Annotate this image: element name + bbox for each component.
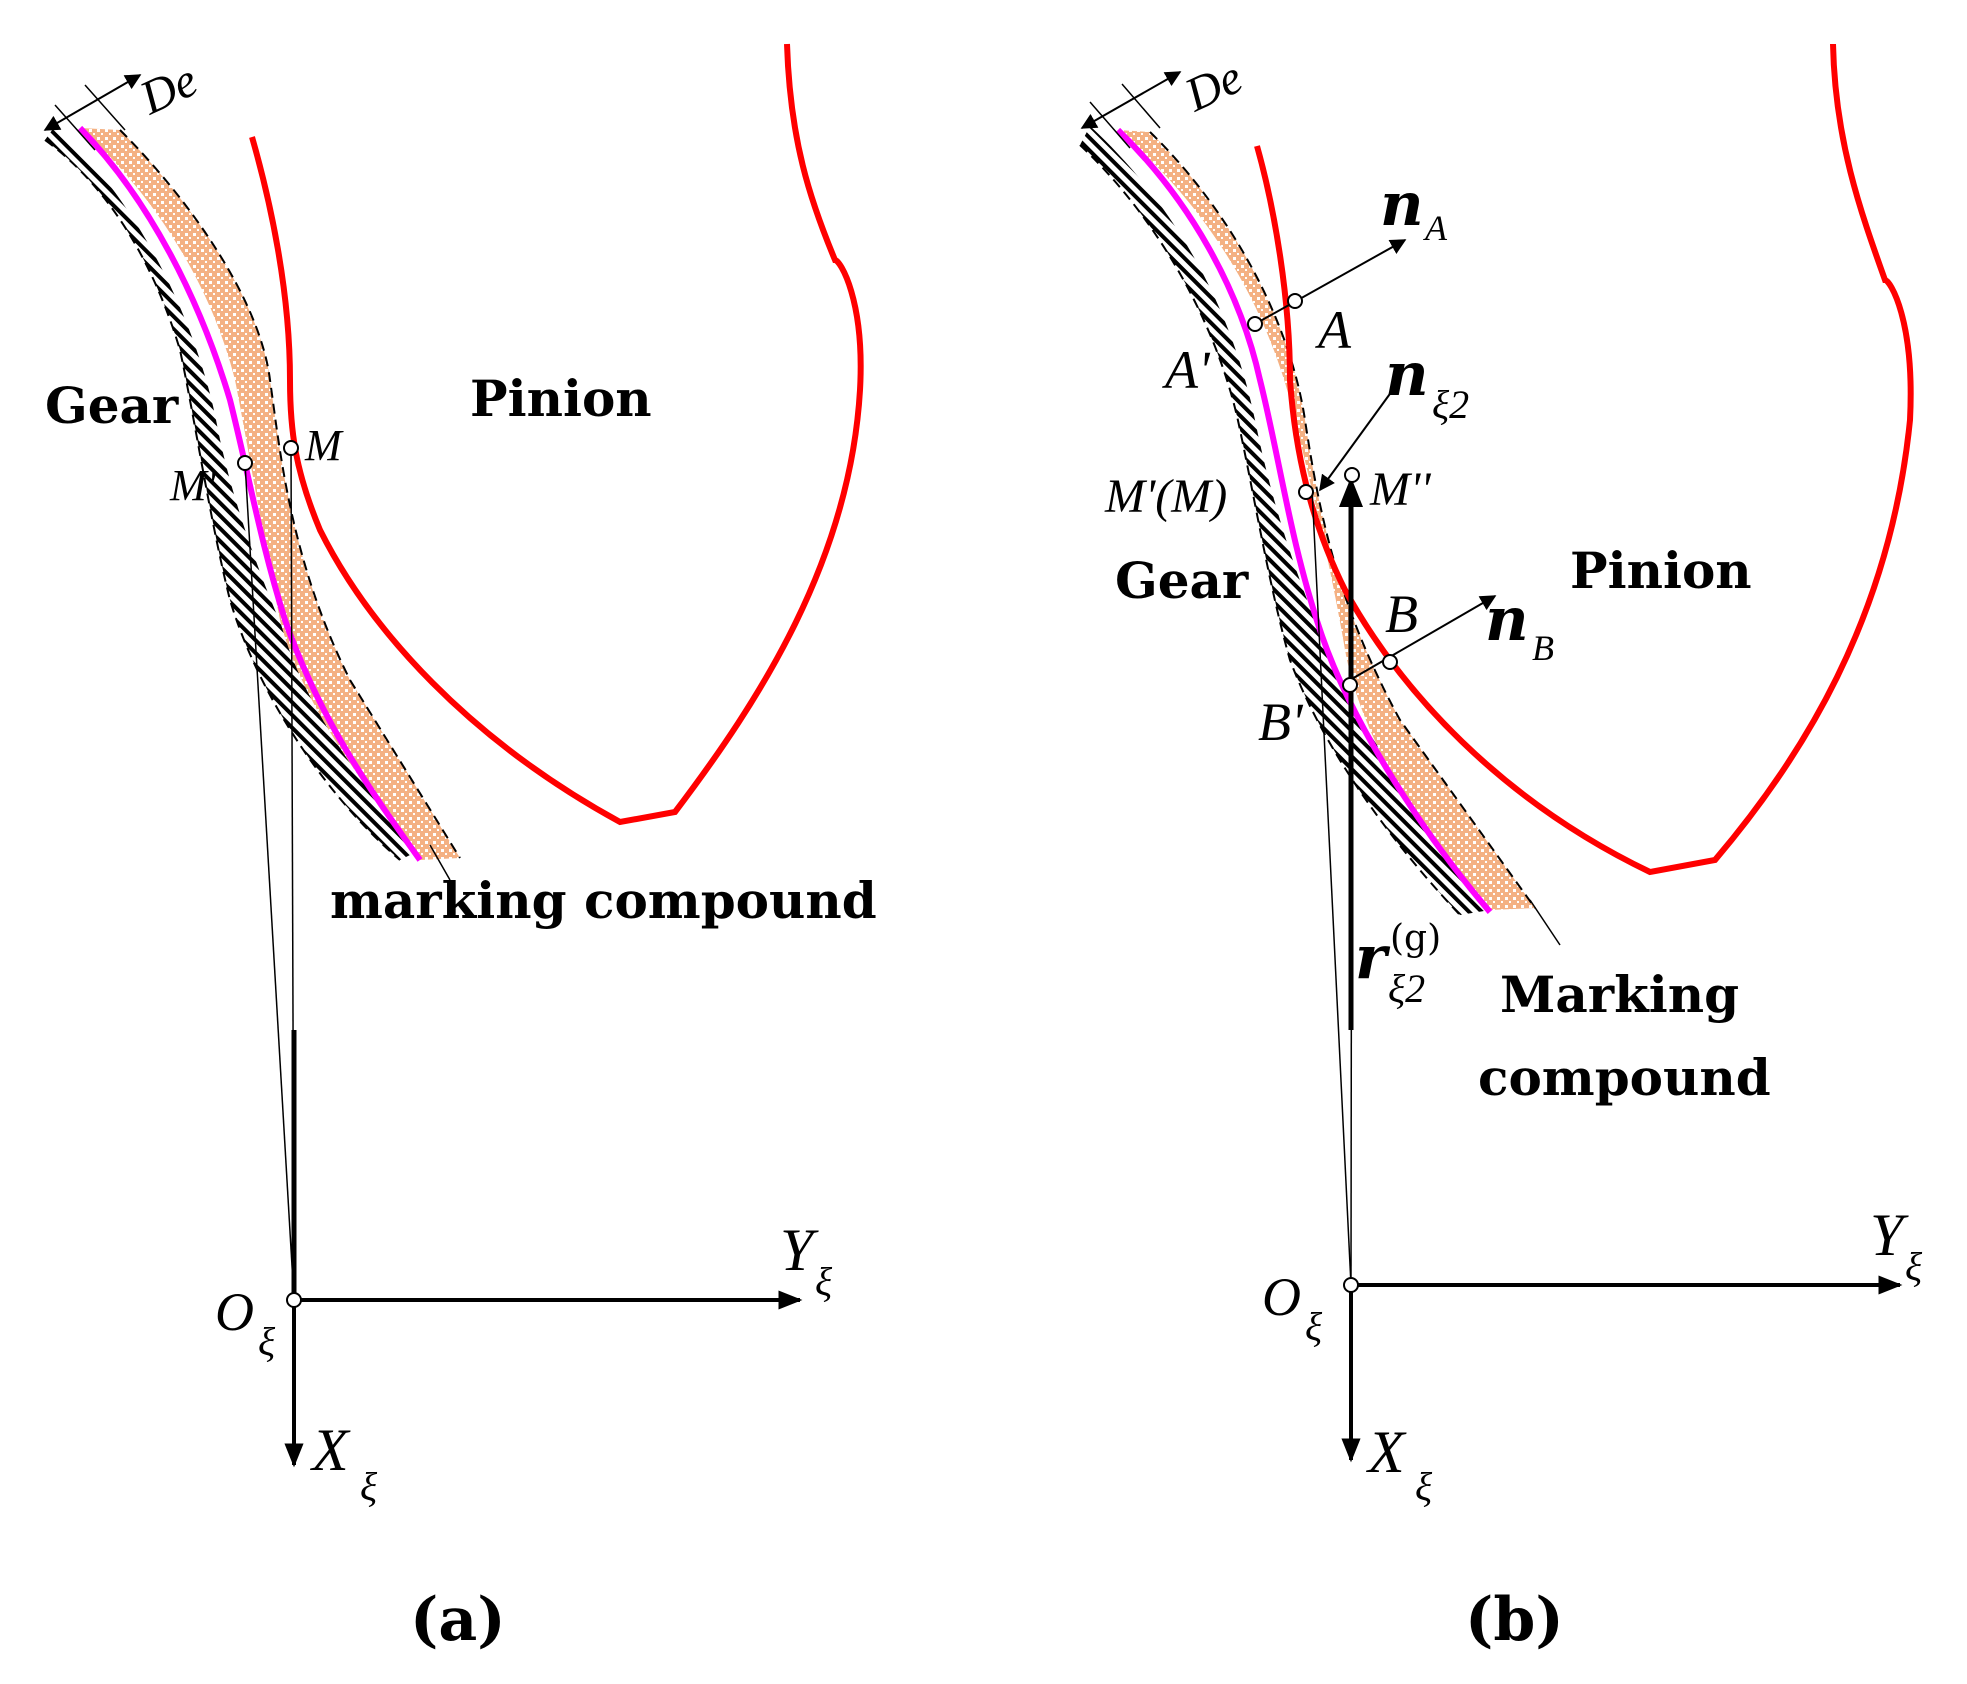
- point-m-a: [283, 440, 299, 456]
- dim-line-b: [1080, 71, 1182, 129]
- gear-label-a: Gear: [45, 376, 179, 435]
- origin-label-a: O: [215, 1282, 254, 1342]
- normal-b-sub: B: [1532, 628, 1554, 668]
- panel-a: Gear Pinion marking compound M M' De O ξ…: [43, 43, 877, 1655]
- marking-compound-band-a: [80, 128, 460, 860]
- thickness-label-b: De: [1176, 50, 1250, 122]
- point-a-prime: [1247, 316, 1263, 332]
- point-m-prime-a: [237, 455, 253, 471]
- normal-a-sub: A: [1423, 208, 1448, 248]
- m-prime-label-a: M': [169, 461, 218, 510]
- ray-b-prime: [1311, 487, 1352, 1286]
- pinion-profile-a: [249, 43, 864, 826]
- compound-boundary-a: [119, 129, 461, 859]
- gear-hatch-band-a: [45, 126, 420, 860]
- a-label: A: [1315, 300, 1352, 360]
- normal-b-label: n: [1485, 585, 1529, 655]
- compound-label-a: marking compound: [330, 871, 877, 930]
- thickness-label-a: De: [131, 53, 205, 125]
- a-prime-label: A': [1162, 340, 1211, 400]
- position-vector-sup: (g): [1390, 918, 1441, 959]
- ray-m-prime-a: [244, 462, 295, 1301]
- x-axis-sub-b: ξ: [1415, 1464, 1433, 1509]
- b-prime-label: B': [1258, 692, 1304, 752]
- m-label-a: M: [304, 421, 344, 470]
- compound-leader-a: [429, 844, 451, 881]
- origin-sub-b: ξ: [1305, 1304, 1323, 1349]
- normal-b-line: [1349, 595, 1497, 681]
- point-a: [1287, 293, 1303, 309]
- gear-back-boundary-b: [1079, 144, 1461, 916]
- caption-a: (a): [410, 1585, 506, 1655]
- dim-ext1-b: [1089, 101, 1131, 149]
- m-prime-m-label: M'(M): [1104, 470, 1227, 523]
- x-axis-sub-a: ξ: [360, 1464, 378, 1509]
- y-axis-sub-b: ξ: [1905, 1244, 1923, 1289]
- gear-label-b: Gear: [1115, 551, 1249, 610]
- gear-profile-b: [1115, 127, 1493, 914]
- x-axis-label-b: X: [1366, 1419, 1407, 1485]
- point-m-double: [1344, 467, 1360, 483]
- compound-boundary-b: [1149, 131, 1536, 909]
- y-axis-label-b: Y: [1870, 1202, 1909, 1268]
- pinion-label-b: Pinion: [1570, 541, 1752, 600]
- dim-ext2-a: [84, 84, 126, 131]
- compound-label-b-1: Marking: [1500, 965, 1739, 1024]
- origin-point-b: [1343, 1277, 1359, 1293]
- position-vector-label: r: [1355, 923, 1391, 993]
- normal-xi2-sub: ξ2: [1432, 382, 1469, 427]
- compound-leader-b: [1529, 899, 1561, 946]
- origin-point-a: [286, 1292, 302, 1308]
- point-m-prime-m: [1298, 484, 1314, 500]
- dim-ext1-a: [54, 104, 96, 151]
- y-axis-label-a: Y: [780, 1217, 819, 1283]
- gear-profile-a: [77, 125, 423, 862]
- point-b: [1382, 654, 1398, 670]
- normal-a-label: n: [1380, 170, 1424, 240]
- panel-b: Gear Pinion Marking compound A A' B B' M…: [1079, 43, 1923, 1655]
- normal-xi2-label: n: [1385, 340, 1429, 410]
- gear-back-boundary-a: [44, 139, 401, 861]
- pinion-profile-b: [1254, 43, 1914, 876]
- caption-b: (b): [1465, 1585, 1564, 1655]
- pinion-label-a: Pinion: [470, 369, 652, 428]
- x-axis-label-a: X: [310, 1417, 351, 1483]
- b-label: B: [1385, 584, 1418, 644]
- compound-label-b-2: compound: [1478, 1048, 1771, 1107]
- normal-xi2-line: [1319, 379, 1401, 492]
- dim-ext2-b: [1121, 83, 1161, 129]
- m-double-label: M'': [1369, 463, 1431, 516]
- point-b-prime: [1342, 677, 1358, 693]
- origin-label-b: O: [1262, 1267, 1301, 1327]
- origin-sub-a: ξ: [258, 1319, 276, 1364]
- normal-a-line: [1254, 239, 1407, 325]
- y-axis-sub-a: ξ: [815, 1259, 833, 1304]
- dim-line-a: [43, 74, 142, 131]
- position-vector-sub: ξ2: [1388, 966, 1425, 1011]
